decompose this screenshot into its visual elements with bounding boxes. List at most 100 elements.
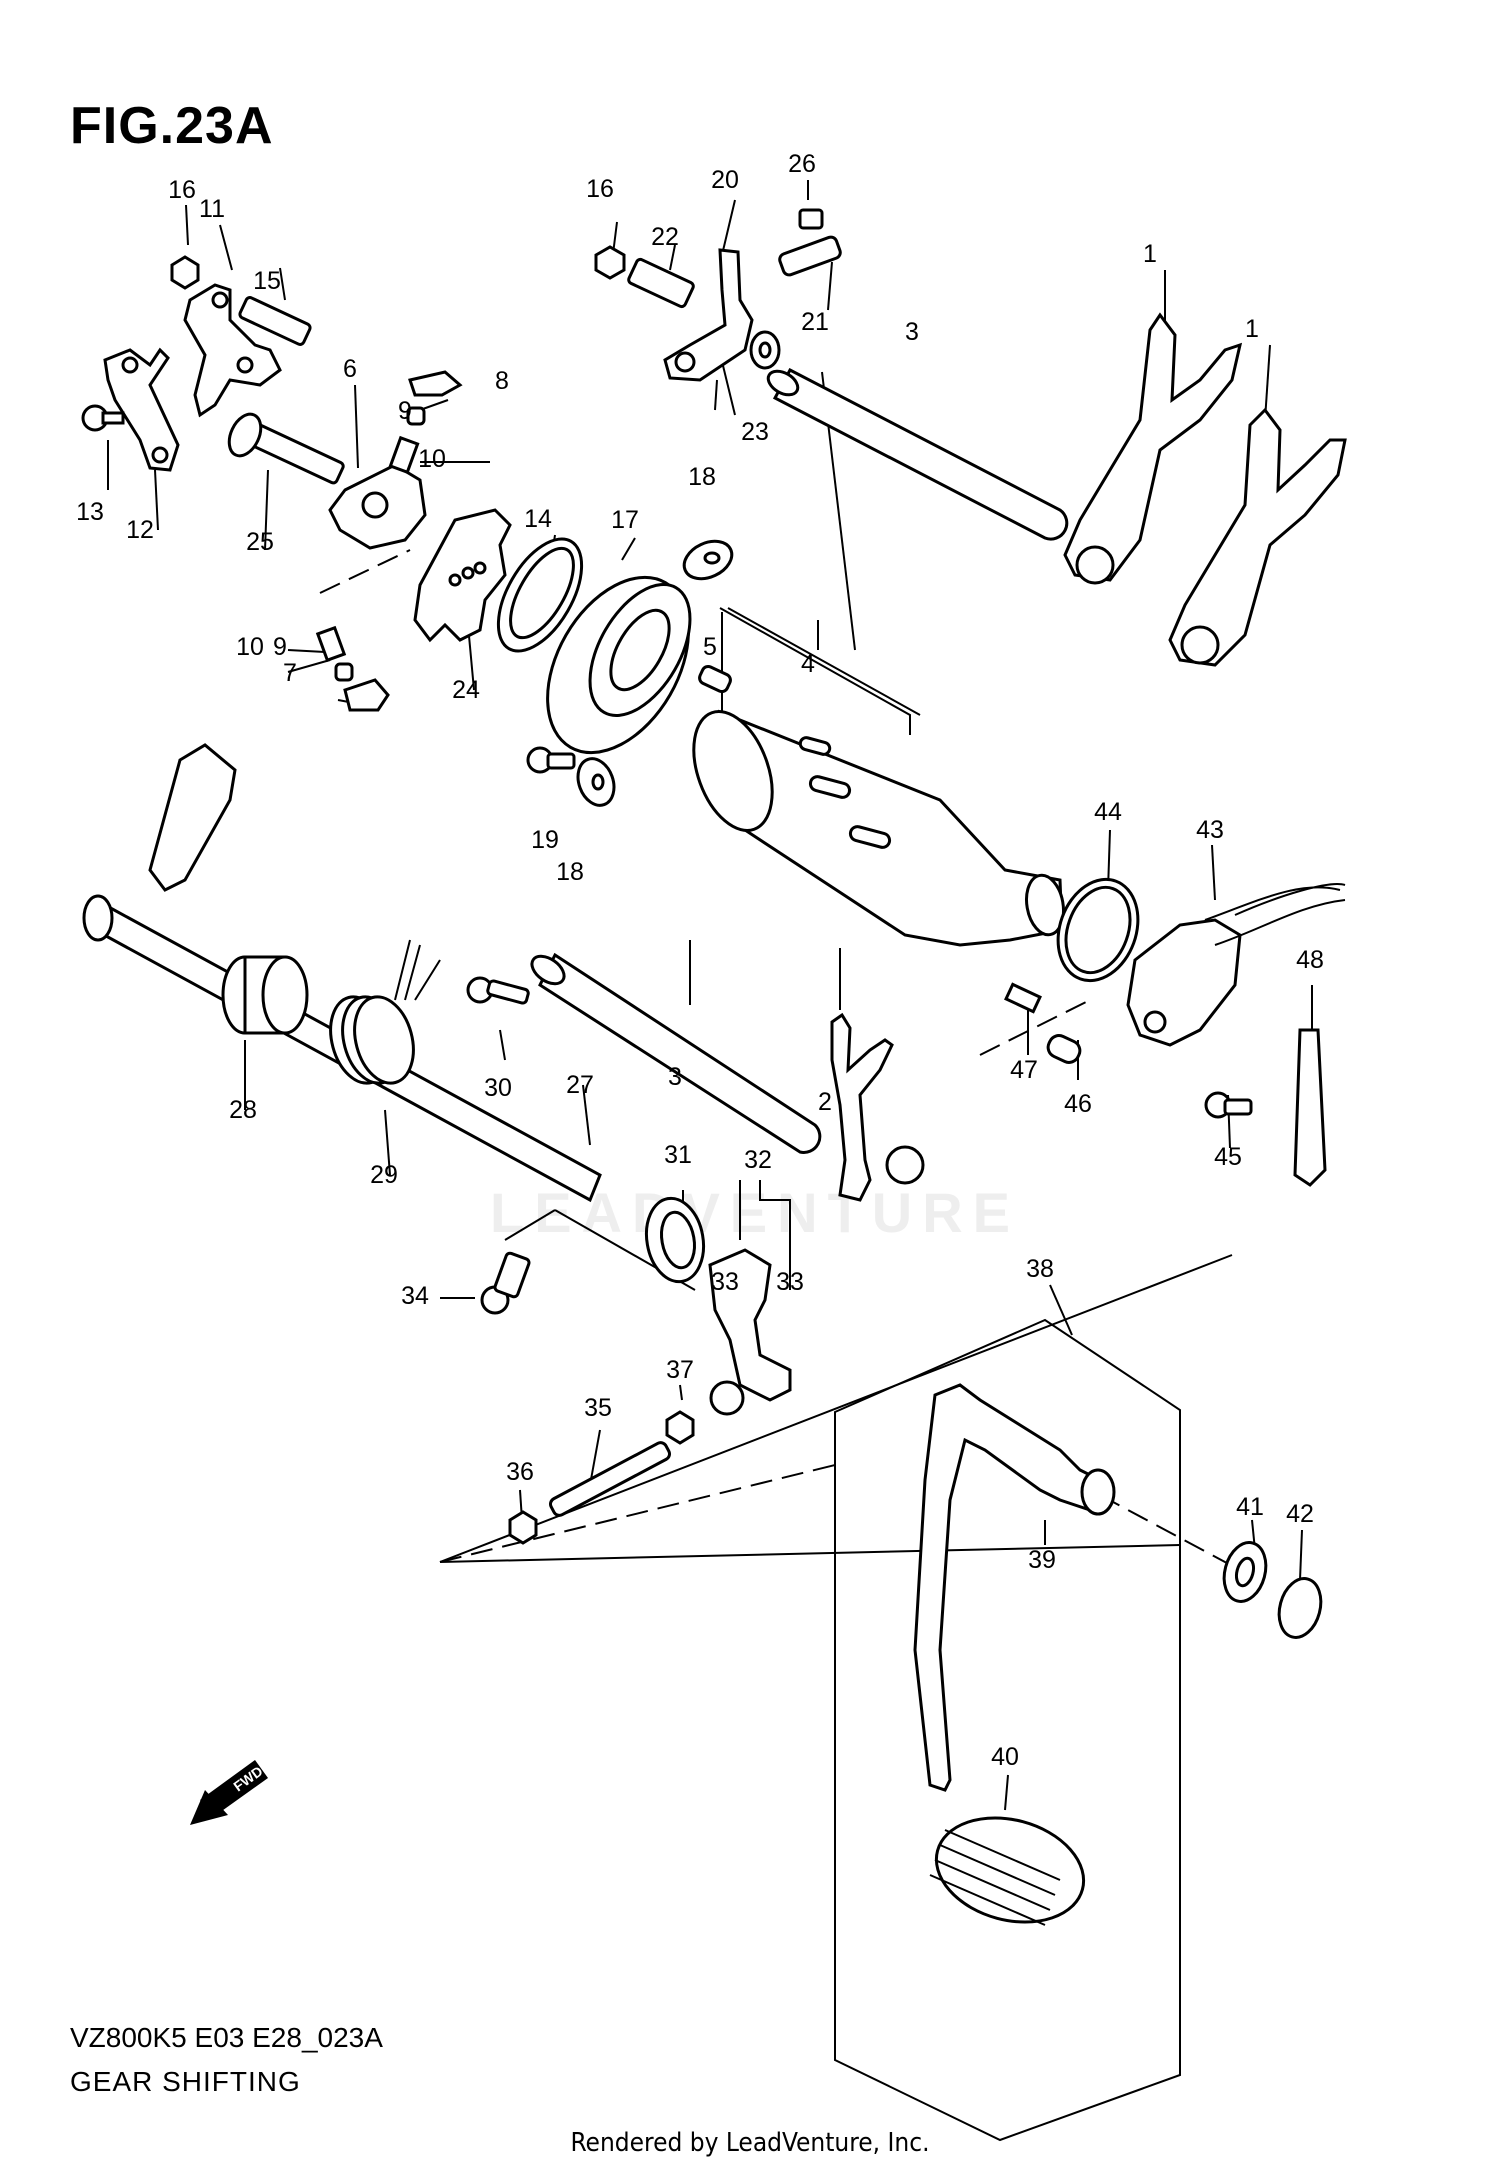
stud-15 — [238, 296, 312, 346]
washer-41 — [1222, 1541, 1268, 1603]
callout-32: 32 — [744, 1146, 772, 1174]
callout-17: 17 — [611, 506, 639, 534]
bolt-45 — [1204, 1091, 1253, 1119]
shift-fork-1a — [1063, 312, 1243, 585]
fork-shaft-3-lower — [530, 952, 822, 1154]
figure-title: FIG.23A — [70, 97, 274, 155]
callout-41: 41 — [1236, 1493, 1264, 1521]
callout-30: 30 — [484, 1074, 512, 1102]
fork-shaft-3-upper — [766, 367, 1069, 541]
callout-26: 26 — [788, 150, 816, 178]
fwd-direction-arrow: FWD — [190, 1760, 268, 1825]
callout-10: 10 — [418, 445, 446, 473]
rod-35 — [548, 1441, 672, 1517]
washer-23 — [749, 330, 781, 370]
callout-45: 45 — [1214, 1143, 1242, 1171]
stud-22 — [627, 257, 695, 309]
pin-9-upper — [406, 406, 426, 426]
bolt-13 — [81, 404, 125, 432]
gearshift-cam-4 — [692, 709, 1065, 947]
gearshift-cam-plate-24 — [413, 508, 512, 643]
circlip-42 — [1277, 1577, 1323, 1639]
shift-fork-1b — [1168, 407, 1347, 667]
stud-30 — [466, 976, 530, 1005]
callout-31: 31 — [664, 1141, 692, 1169]
callout-40: 40 — [991, 1743, 1019, 1771]
pin-46 — [1046, 1034, 1082, 1064]
shift-fork-2 — [830, 1012, 925, 1202]
callout-2: 2 — [818, 1088, 832, 1116]
washer-18-lower — [576, 757, 616, 807]
collar-28 — [221, 955, 309, 1035]
callout-29: 29 — [370, 1161, 398, 1189]
callout-9: 9 — [398, 397, 412, 425]
gearshift-arm-33 — [708, 1248, 792, 1416]
callout-34: 34 — [401, 1282, 429, 1310]
pawl-7 — [343, 678, 390, 712]
callout-22: 22 — [651, 223, 679, 251]
callout-38: 38 — [1026, 1255, 1054, 1283]
bracket-20 — [663, 248, 754, 382]
callout-47: 47 — [1010, 1056, 1038, 1084]
callout-19: 19 — [531, 826, 559, 854]
clamp-48 — [1293, 1028, 1327, 1187]
return-spring-29 — [329, 939, 441, 1085]
callout-7: 7 — [283, 659, 297, 687]
callout-11: 11 — [199, 195, 225, 223]
nut-36 — [508, 1510, 538, 1545]
callout-10: 10 — [236, 633, 264, 661]
callout-13: 13 — [76, 498, 104, 526]
callout-39: 39 — [1028, 1546, 1056, 1574]
callout-36: 36 — [506, 1458, 534, 1486]
callout-18: 18 — [556, 858, 584, 886]
callout-37: 37 — [666, 1356, 694, 1384]
callout-25: 25 — [246, 528, 274, 556]
callout-12: 12 — [126, 516, 154, 544]
nut-16-left — [170, 255, 200, 290]
bolt-19 — [526, 746, 576, 774]
pin-9-lower — [334, 662, 354, 682]
callout-1: 1 — [1143, 240, 1157, 268]
nut-37 — [665, 1410, 695, 1445]
bolt-25 — [227, 412, 345, 485]
callout-23: 23 — [741, 418, 769, 446]
washer-18-upper — [682, 539, 734, 581]
callout-24: 24 — [452, 676, 480, 704]
gearshift-shaft-27 — [82, 743, 602, 1203]
gearshift-lever-38 — [913, 1383, 1116, 1926]
callout-33: 33 — [711, 1268, 739, 1296]
diagram-code: VZ800K5 E03 E28_023A — [70, 2022, 383, 2053]
render-credit: Rendered by LeadVenture, Inc. — [570, 2128, 930, 2158]
callout-18: 18 — [688, 463, 716, 491]
callout-21: 21 — [801, 308, 829, 336]
spring-21 — [778, 235, 842, 277]
callout-1: 1 — [1245, 315, 1259, 343]
callout-44: 44 — [1094, 798, 1122, 826]
callout-14: 14 — [524, 505, 552, 533]
callout-33: 33 — [776, 1268, 804, 1296]
nut-16-right — [594, 245, 626, 280]
screw-26 — [798, 208, 824, 230]
callout-3: 3 — [905, 318, 919, 346]
callout-46: 46 — [1064, 1090, 1092, 1118]
callout-43: 43 — [1196, 816, 1224, 844]
callout-48: 48 — [1296, 946, 1324, 974]
oil-seal-31 — [644, 1196, 706, 1284]
spring-10-upper — [388, 435, 420, 475]
callout-9: 9 — [273, 633, 287, 661]
callout-27: 27 — [566, 1071, 594, 1099]
o-ring-44 — [1056, 877, 1140, 983]
callout-3: 3 — [668, 1063, 682, 1091]
bolt-34 — [480, 1251, 531, 1315]
callout-5: 5 — [703, 633, 717, 661]
pin-5 — [698, 664, 732, 694]
callout-4: 4 — [801, 650, 815, 678]
callout-42: 42 — [1286, 1500, 1314, 1528]
callout-35: 35 — [584, 1394, 612, 1422]
callout-8: 8 — [495, 367, 509, 395]
stopper-arm-11 — [183, 283, 282, 418]
oil-seal-14 — [496, 537, 584, 653]
callout-16: 16 — [168, 176, 196, 204]
plate-12 — [103, 347, 180, 472]
